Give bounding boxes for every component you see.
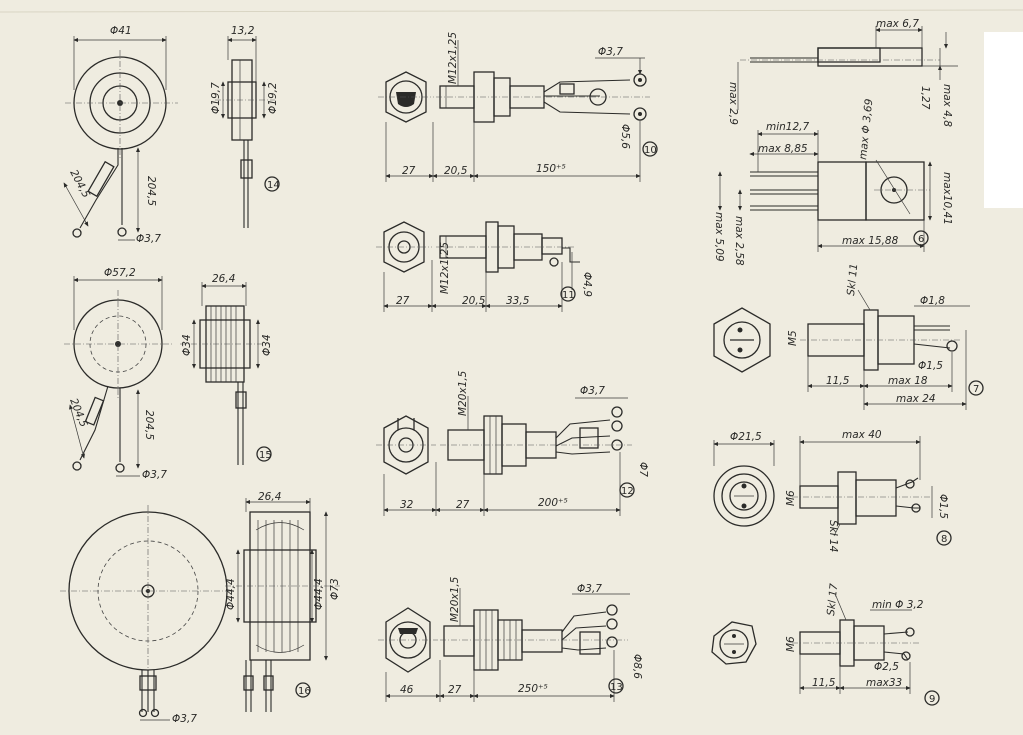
label-d572: Φ57,2: [104, 267, 136, 279]
label-l27c: 27: [456, 499, 470, 511]
label-l2045d: 204,5: [143, 410, 155, 440]
component-flat-package: max 6,7 max 4,8 1,27 max 2,9: [727, 18, 958, 127]
label-max24: max 24: [896, 393, 936, 405]
label-d37d: Φ3,7: [598, 46, 623, 58]
component-16: 26,4 Φ44,4 Φ44,4 Φ73 Φ3,7 16: [60, 491, 341, 725]
label-max1588: max 15,88: [842, 235, 899, 247]
label-d15a: Φ1,5: [918, 360, 943, 372]
item-number-7: 7: [973, 384, 979, 395]
label-l205a: 20,5: [444, 165, 468, 177]
item-number-14: 14: [267, 180, 280, 191]
label-d37e: Φ3,7: [580, 385, 605, 397]
label-max67: max 6,7: [876, 18, 919, 30]
label-max1041: max10,41: [941, 172, 953, 225]
label-skl11: Ѕkl 11: [845, 263, 860, 296]
item-number-11: 11: [562, 290, 575, 301]
label-d56: Φ5,6: [619, 124, 631, 149]
component-9: Ѕkl 17 min Φ 3,2 M6 Φ2,5 11,5 max33 9: [711, 583, 940, 706]
component-13: M20x1,5 Φ3,7 Φ8,6 46 27 250⁺⁵ 13: [378, 576, 643, 702]
label-l46: 46: [400, 684, 414, 696]
label-l32: 32: [400, 499, 414, 511]
label-min32: min Φ 3,2: [872, 599, 924, 611]
label-d49: Φ4,9: [581, 272, 593, 297]
component-12: M20x1,5 Φ3,7 Φ7 32 27 200⁺⁵ 12: [376, 370, 649, 516]
label-l335: 33,5: [506, 295, 530, 307]
blank-paper-patch: [984, 32, 1023, 208]
label-d37f: Φ3,7: [577, 583, 602, 595]
item-number-6: 6: [918, 234, 924, 245]
label-d34b: Φ34: [261, 334, 273, 356]
label-w264b: 26,4: [258, 491, 281, 503]
label-max48: max 4,8: [941, 84, 953, 127]
label-l200: 200⁺⁵: [538, 497, 568, 509]
label-m6b: M6: [785, 636, 797, 652]
label-l115a: 11,5: [826, 375, 850, 387]
label-l27b: 27: [396, 295, 410, 307]
item-number-15: 15: [259, 450, 272, 461]
component-10: M12x1,25 Φ3,7 Φ5,6 27 20,5 150⁺⁵ 10: [378, 32, 658, 182]
label-l2045b: 204,5: [145, 176, 157, 206]
label-w264a: 26,4: [212, 273, 235, 285]
label-d197b: Φ19,2: [267, 82, 279, 114]
label-l115b: 11,5: [812, 677, 836, 689]
label-d41: Φ41: [110, 25, 132, 37]
label-d132: 13,2: [231, 25, 255, 37]
label-d25: Φ2,5: [874, 661, 899, 673]
label-max40: max 40: [842, 429, 882, 441]
label-min127: min12,7: [766, 121, 809, 133]
label-skl14: Ѕkl 14: [827, 520, 839, 552]
label-m12a: M12x1,25: [447, 32, 459, 84]
label-d444b: Φ44,4: [313, 578, 325, 610]
component-8: Φ21,5 max 40 M6 Φ1,5 Ѕkl 14 8: [713, 429, 952, 552]
label-max18: max 18: [888, 375, 928, 387]
label-d215: Φ21,5: [730, 431, 762, 443]
label-l250: 250⁺⁵: [518, 683, 548, 695]
label-l205b: 20,5: [462, 295, 486, 307]
label-max885: max 8,85: [758, 143, 808, 155]
label-d86: Φ8,6: [631, 654, 643, 679]
label-d37a: Φ3,7: [136, 233, 161, 245]
label-d34a: Φ34: [181, 334, 193, 356]
label-skl17: Ѕkl 17: [825, 583, 840, 617]
label-l27d: 27: [448, 684, 462, 696]
label-d37b: Φ3,7: [142, 469, 167, 481]
label-d37c: Φ3,7: [172, 713, 197, 725]
item-number-16: 16: [298, 686, 311, 697]
label-d73: Φ73: [329, 578, 341, 600]
label-max258: max 2,58: [733, 216, 745, 266]
label-max29: max 2,9: [727, 82, 739, 125]
item-number-8: 8: [941, 534, 947, 545]
item-number-13: 13: [610, 682, 623, 693]
label-d15b: Φ1,5: [937, 494, 949, 519]
label-d18: Φ1,8: [920, 295, 945, 307]
item-number-9: 9: [929, 694, 935, 705]
label-max33: max33: [866, 677, 902, 689]
label-m20a: M20x1,5: [457, 370, 469, 416]
component-14: Φ41 13,2 Φ19,7 Φ19,2 204,5 204,5 Φ3,7 14: [63, 25, 280, 245]
label-l27a: 27: [402, 165, 416, 177]
label-m6a: M6: [785, 490, 797, 506]
label-m12b: M12x1,25: [439, 242, 451, 294]
component-7: Ѕkl 11 Φ1,8 M5 Φ1,5 11,5 max 18 max 24 7: [713, 263, 984, 410]
label-l150: 150⁺⁵: [536, 163, 566, 175]
label-max509: max 5,09: [713, 212, 725, 262]
label-d197a: Φ19,7: [210, 82, 222, 114]
label-m20b: M20x1,5: [449, 576, 461, 622]
label-l127: 1,27: [919, 86, 931, 110]
item-number-10: 10: [644, 145, 657, 156]
item-number-12: 12: [621, 486, 634, 497]
label-d7: Φ7: [637, 462, 649, 477]
label-d444a: Φ44,4: [225, 578, 237, 610]
component-11: M12x1,25 27 20,5 33,5 Φ4,9 11: [376, 221, 593, 312]
label-m5: M5: [787, 330, 799, 346]
